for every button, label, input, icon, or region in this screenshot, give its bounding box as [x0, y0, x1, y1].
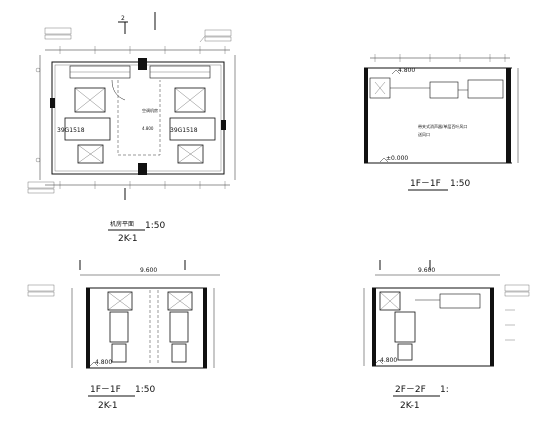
section2-caption-title: 1F－1F: [90, 385, 121, 395]
section3-caption-scale: 1:: [440, 385, 449, 395]
plan-caption-code: 2K-1: [118, 234, 138, 244]
plan-section-marker-top: 2: [121, 15, 125, 22]
plan-unit-label-right: 39G1518: [170, 127, 198, 134]
plan-view: 39G1518 39G1518 空调机房 4.800 2 机房平面 1:50 2…: [27, 12, 236, 244]
section2-caption-code: 2K-1: [98, 401, 118, 411]
section1-elevation-top: 4.800: [398, 67, 415, 74]
section3-elevation: 4.800: [380, 357, 397, 364]
plan-caption-scale: 1:50: [145, 221, 165, 231]
section1-note-line1: 带夹式消声器/单层百叶风口: [418, 123, 467, 129]
section3-caption-title: 2F－2F: [395, 385, 426, 395]
section3-caption-code: 2K-1: [400, 401, 420, 411]
section-1-view: 4.800 ±0.000 带夹式消声器/单层百叶风口 送风口 1F－1F 1:5…: [364, 54, 519, 191]
plan-unit-label-left: 39G1518: [57, 127, 85, 134]
section1-caption-scale: 1:50: [450, 179, 470, 189]
plan-caption-title: 机房平面: [110, 220, 134, 228]
section2-span-dim: 9.600: [140, 267, 157, 274]
plan-elevation: 4.800: [142, 126, 154, 131]
section1-note-line2: 送风口: [418, 131, 430, 137]
section-2-view: 9.600 4.800 1F－1F 1:50 2K-1: [27, 260, 220, 411]
section1-caption-title: 1F－1F: [410, 179, 441, 189]
plan-room-label: 空调机房: [142, 107, 158, 113]
section2-caption-scale: 1:50: [135, 385, 155, 395]
section3-span-dim: 9.600: [418, 267, 435, 274]
section1-elevation-floor: ±0.000: [386, 155, 408, 162]
section-3-view: 9.600 4.800 2F－2F 1: 2K-1: [363, 260, 530, 411]
section2-elevation: 4.800: [95, 359, 112, 366]
